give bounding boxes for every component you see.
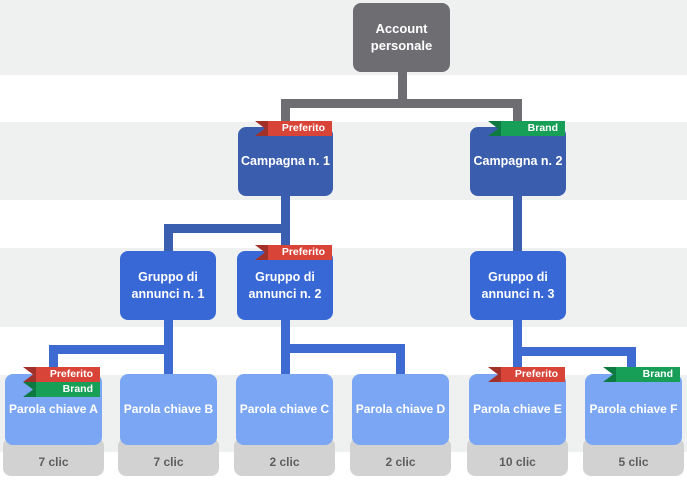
connector-to-keyword-a xyxy=(49,345,58,378)
brand-ribbon-keyword-f: Brand xyxy=(603,367,680,382)
connector-group1-horizontal xyxy=(49,345,173,354)
preferito-ribbon-ad-group-2: Preferito xyxy=(255,245,332,260)
node-label: Account personale xyxy=(370,20,433,53)
node-label: Campagna n. 2 xyxy=(473,154,563,169)
connector-to-campaign-1 xyxy=(281,99,290,131)
preferito-ribbon-keyword-a: Preferito xyxy=(23,367,100,382)
node-ad-group-1: Gruppo di annunci n. 1 xyxy=(120,251,216,320)
clicks-value: 7 clic xyxy=(38,455,69,469)
node-label: Parola chiave B xyxy=(123,401,214,416)
connector-account-down xyxy=(398,70,407,104)
node-account: Account personale xyxy=(353,3,450,72)
node-ad-group-2: Gruppo di annunci n. 2 xyxy=(237,251,333,320)
brand-ribbon-keyword-a: Brand xyxy=(23,382,100,397)
node-label: Parola chiave A xyxy=(9,401,98,416)
row-stripe-campaigns xyxy=(0,122,687,200)
connector-to-campaign-2 xyxy=(513,99,522,131)
connector-group2-horizontal xyxy=(281,344,405,353)
node-ad-group-3: Gruppo di annunci n. 3 xyxy=(470,251,566,320)
connector-campaign2-to-group-3 xyxy=(513,194,522,255)
node-campaign-2: Campagna n. 2 xyxy=(470,127,566,196)
node-keyword-e: Parola chiave E xyxy=(469,374,566,445)
preferito-ribbon-campaign-1: Preferito xyxy=(255,121,332,136)
row-stripe-ad-groups xyxy=(0,248,687,327)
preferito-ribbon-keyword-e: Preferito xyxy=(488,367,565,382)
node-keyword-c: Parola chiave C xyxy=(236,374,333,445)
node-keyword-b: Parola chiave B xyxy=(120,374,217,445)
node-label: Parola chiave E xyxy=(473,401,562,416)
brand-ribbon-campaign-2: Brand xyxy=(488,121,565,136)
node-label: Parola chiave D xyxy=(355,401,446,416)
connector-to-keyword-d xyxy=(396,344,405,378)
connector-to-group-1 xyxy=(164,224,173,255)
node-label: Gruppo di annunci n. 3 xyxy=(481,270,555,301)
node-campaign-1: Campagna n. 1 xyxy=(238,127,333,196)
clicks-value: 2 clic xyxy=(385,455,416,469)
row-stripe-keywords xyxy=(0,375,687,452)
clicks-value: 10 clic xyxy=(499,455,536,469)
connector-campaign1-horizontal xyxy=(164,224,290,233)
row-stripe-account xyxy=(0,0,687,75)
node-label: Parola chiave C xyxy=(239,401,330,416)
node-keyword-f: Parola chiave F xyxy=(585,374,682,445)
node-label: Gruppo di annunci n. 2 xyxy=(248,270,322,301)
connector-group3-horizontal xyxy=(513,347,632,356)
node-label: Gruppo di annunci n. 1 xyxy=(131,270,205,301)
clicks-value: 5 clic xyxy=(618,455,649,469)
connector-to-keyword-f xyxy=(627,347,636,378)
node-label: Parola chiave F xyxy=(589,401,678,416)
clicks-value: 7 clic xyxy=(153,455,184,469)
node-label: Campagna n. 1 xyxy=(241,154,330,169)
node-keyword-d: Parola chiave D xyxy=(352,374,449,445)
clicks-value: 2 clic xyxy=(269,455,300,469)
connector-account-horizontal xyxy=(281,99,522,108)
